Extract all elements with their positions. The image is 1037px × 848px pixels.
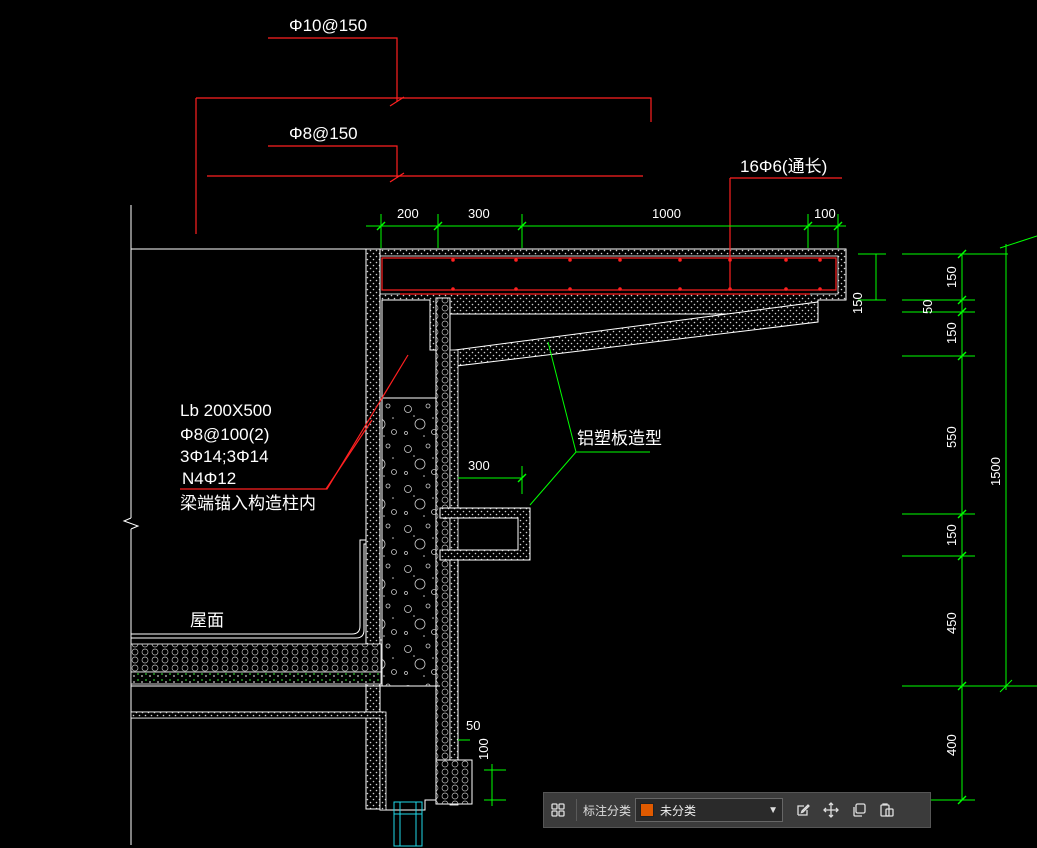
category-color-swatch (640, 803, 655, 817)
dim-right-5: 150 (944, 524, 959, 546)
dim-top-1: 200 (397, 206, 419, 221)
dimension-ticks (376, 221, 967, 805)
dim-300-mid: 300 (468, 458, 490, 473)
dim-50-bottom: 50 (466, 718, 480, 733)
copy-icon[interactable] (845, 796, 873, 824)
label-rebar-mid: Φ8@150 (289, 124, 358, 143)
label-beam-1: Lb 200X500 (180, 401, 272, 420)
category-select[interactable]: 未分类 ▼ (635, 798, 784, 822)
label-beam-2: Φ8@100(2) (180, 425, 269, 444)
annotation-toolbar: 标注分类 未分类 ▼ (543, 792, 931, 828)
edit-icon[interactable] (789, 796, 817, 824)
left-boundary-line (122, 205, 140, 845)
dim-right-7: 400 (944, 734, 959, 756)
dim-total: 1500 (988, 457, 1003, 486)
rebar-dots (451, 258, 822, 291)
dim-top-3: 1000 (652, 206, 681, 221)
move-icon[interactable] (817, 796, 845, 824)
dim-top-2: 300 (468, 206, 490, 221)
label-beam-3: 3Φ14;3Φ14 (180, 447, 269, 466)
rebar-lines (180, 37, 842, 490)
label-beam-5: 梁端锚入构造柱内 (180, 494, 316, 513)
label-beam-4: N4Φ12 (182, 469, 236, 488)
dim-150-side: 150 (850, 292, 865, 314)
window-frame (393, 801, 423, 847)
label-rebar-long: 16Φ6(通长) (740, 157, 827, 176)
roof-layers (130, 539, 440, 687)
dim-right-1: 150 (944, 266, 959, 288)
canopy-structure (130, 248, 847, 811)
paste-icon[interactable] (873, 796, 901, 824)
dim-right-6: 450 (944, 612, 959, 634)
apps-icon[interactable] (544, 796, 572, 824)
label-cladding: 铝塑板造型 (577, 429, 662, 448)
label-rebar-top: Φ10@150 (289, 16, 367, 35)
chevron-down-icon: ▼ (768, 804, 779, 816)
dim-right-4: 550 (944, 426, 959, 448)
category-value: 未分类 (660, 803, 697, 818)
dim-100-bottom: 100 (476, 738, 491, 760)
toolbar-separator (576, 799, 577, 821)
dim-right-2: 50 (920, 300, 935, 314)
category-label: 标注分类 (583, 803, 632, 818)
label-roof: 屋面 (190, 611, 224, 630)
dim-right-3: 150 (944, 322, 959, 344)
dim-top-4: 100 (814, 206, 836, 221)
